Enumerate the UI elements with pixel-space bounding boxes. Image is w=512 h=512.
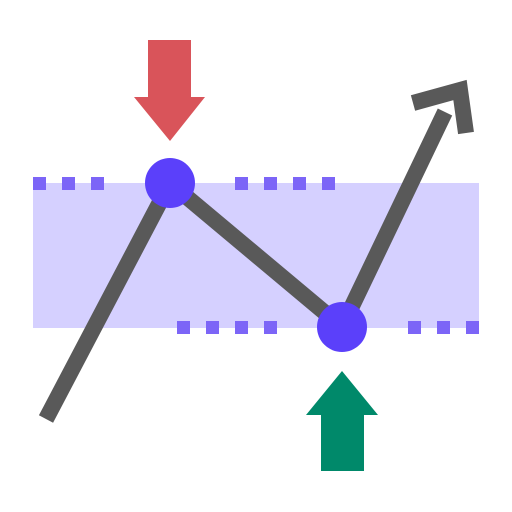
resistance-dash [322, 177, 335, 190]
resistance-dash [293, 177, 306, 190]
resistance-dash [264, 177, 277, 190]
resistance-dash [62, 177, 75, 190]
support-dash [177, 321, 190, 334]
price-path-line [38, 108, 453, 423]
support-dash [235, 321, 248, 334]
support-level-dashes [177, 321, 479, 334]
support-dash [206, 321, 219, 334]
arrow-up-icon [306, 371, 378, 471]
pivot-high-point [145, 158, 195, 208]
support-dash [437, 321, 450, 334]
price-arrowhead-icon [410, 79, 474, 135]
support-dash [408, 321, 421, 334]
resistance-level-dashes [33, 177, 335, 190]
resistance-dash [235, 177, 248, 190]
resistance-dash [91, 177, 104, 190]
pivot-low-point [317, 302, 367, 352]
support-dash [466, 321, 479, 334]
resistance-dash [33, 177, 46, 190]
arrow-down-icon [134, 40, 205, 141]
support-dash [264, 321, 277, 334]
